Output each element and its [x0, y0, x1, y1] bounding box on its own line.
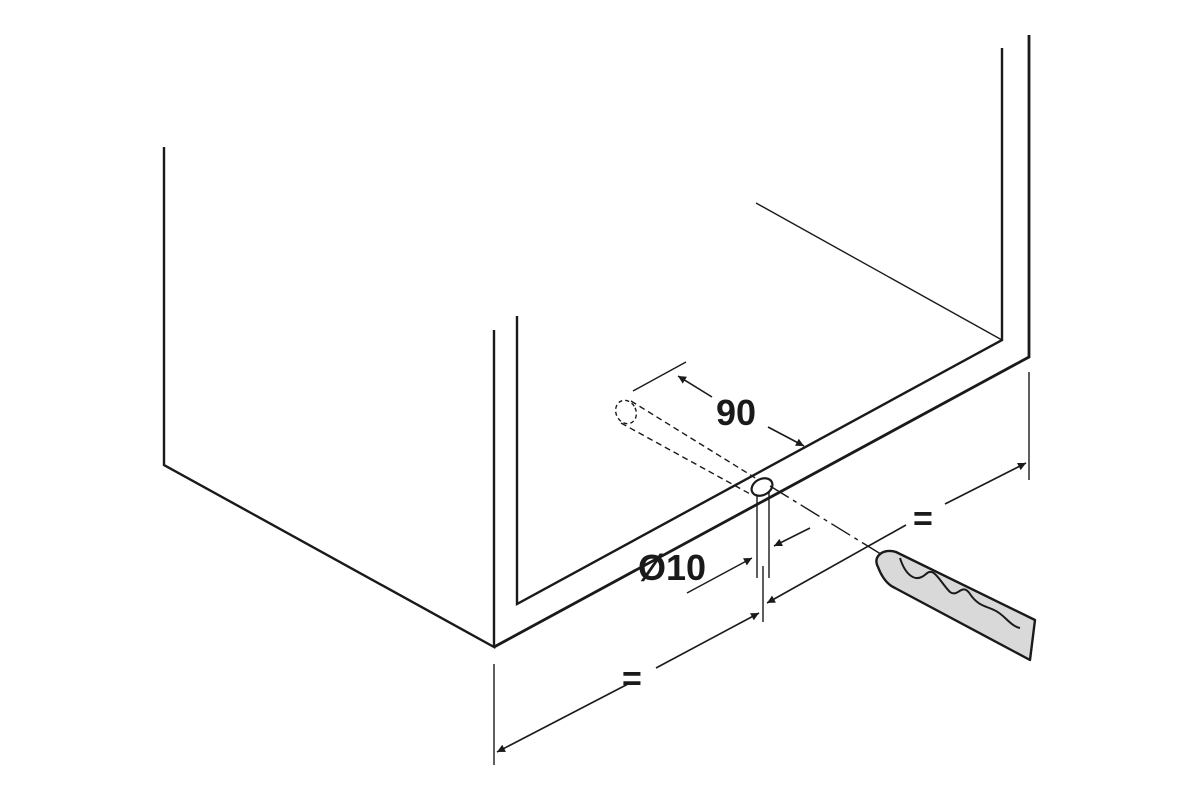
depth-extension-line: [632, 361, 687, 392]
spacing-dimension: [493, 372, 1030, 765]
drill-bit-icon: [875, 549, 1037, 662]
diameter-dimension: [686, 492, 811, 594]
cabinet-inner-edge: [515, 48, 1004, 607]
cabinet-left-panel: [162, 147, 496, 650]
spacing-arrow-left: [496, 683, 629, 753]
spacing-arrow-right: [944, 462, 1027, 505]
bore-hidden-line-upper: [630, 400, 758, 480]
drill-bit-flutes: [899, 557, 1021, 629]
bore-hidden-line-lower: [620, 422, 753, 496]
cabinet-bottom-edge: [493, 35, 1031, 649]
hole-opening: [750, 477, 774, 497]
diameter-leader-line: [686, 557, 753, 594]
depth-arrow-upper: [677, 375, 713, 398]
spacing-arrow-right-inner: [766, 524, 907, 604]
diameter-arrow-right: [773, 527, 811, 547]
equal-spacing-label-left: =: [622, 660, 642, 698]
drill-bit-body: [875, 549, 1037, 662]
depth-dimension: [632, 361, 805, 447]
depth-label: 90: [716, 392, 756, 433]
equal-spacing-label-right: =: [913, 500, 933, 538]
depth-arrow-lower: [767, 426, 805, 447]
cabinet-back-line: [755, 202, 1003, 341]
drill-hole: [614, 399, 885, 557]
cabinet-outline: [162, 35, 1031, 650]
hole-end: [614, 399, 638, 425]
bore-center-line: [769, 485, 885, 557]
spacing-arrow-left-inner: [655, 612, 760, 669]
diameter-label: Ø10: [638, 547, 706, 588]
